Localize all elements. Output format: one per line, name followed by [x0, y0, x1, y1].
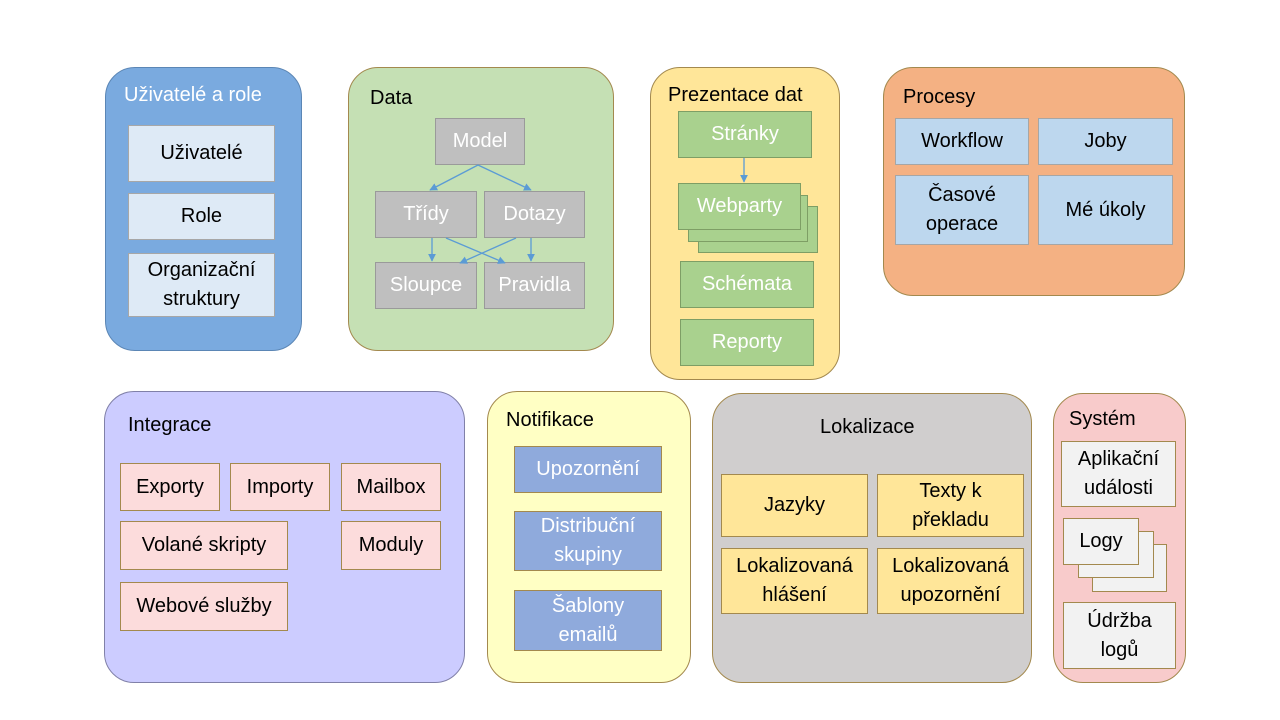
logy-box: Logy [1063, 518, 1139, 565]
schemata-box: Schémata [680, 261, 814, 308]
tridy-label: Třídy [403, 203, 449, 225]
tridy-box: Třídy [375, 191, 477, 238]
exporty-box: Exporty [120, 463, 220, 511]
org-structures-box: Organizační struktury [128, 253, 275, 317]
timed-operations-box: Časové operace [895, 175, 1029, 245]
distribution-groups-box: Distribuční skupiny [514, 511, 662, 571]
texts-to-translate-label: Texty k překladu [912, 479, 989, 531]
my-tasks-box: Mé úkoly [1038, 175, 1173, 245]
app-events-box: Aplikační události [1061, 441, 1176, 507]
data-title: Data [370, 87, 413, 109]
stranky-box: Stránky [678, 111, 812, 158]
joby-label: Joby [1084, 130, 1127, 152]
timed-operations-label: Časové operace [925, 184, 999, 235]
workflow-box: Workflow [895, 118, 1029, 165]
mailbox-label: Mailbox [356, 475, 426, 498]
localized-notifications-label: Lokalizovaná upozornění [892, 555, 1009, 606]
localization-title: Lokalizace [820, 416, 915, 438]
log-maintenance-box: Údržba logů [1063, 602, 1176, 669]
sloupce-box: Sloupce [375, 262, 477, 309]
users-box: Uživatelé [128, 125, 275, 182]
dotazy-box: Dotazy [484, 191, 585, 238]
webparty-label: Webparty [696, 195, 783, 217]
moduly-box: Moduly [341, 521, 441, 570]
logy-label: Logy [1079, 530, 1123, 552]
users-label: Uživatelé [160, 142, 243, 164]
importy-box: Importy [230, 463, 330, 511]
upozorneni-label: Upozornění [536, 458, 640, 480]
jazyky-box: Jazyky [721, 474, 868, 537]
exporty-label: Exporty [136, 475, 204, 498]
workflow-label: Workflow [921, 130, 1003, 152]
app-events-label: Aplikační události [1077, 448, 1160, 499]
log-maintenance-label: Údržba logů [1087, 609, 1152, 661]
importy-label: Importy [246, 475, 314, 498]
upozorneni-box: Upozornění [514, 446, 662, 493]
email-templates-box: Šablony emailů [514, 590, 662, 651]
reporty-box: Reporty [680, 319, 814, 366]
pravidla-label: Pravidla [498, 274, 571, 296]
mailbox-box: Mailbox [341, 463, 441, 511]
joby-box: Joby [1038, 118, 1173, 165]
my-tasks-label: Mé úkoly [1065, 198, 1146, 221]
model-box: Model [435, 118, 525, 165]
webparty-box: Webparty [678, 183, 801, 230]
email-templates-label: Šablony emailů [551, 594, 625, 646]
web-services-box: Webové služby [120, 582, 288, 631]
moduly-label: Moduly [358, 534, 424, 556]
called-scripts-label: Volané skripty [141, 534, 267, 556]
reporty-label: Reporty [711, 331, 783, 353]
stranky-label: Stránky [711, 123, 779, 145]
role-label: Role [180, 205, 223, 227]
data-presentation-title: Prezentace dat [668, 84, 803, 106]
localized-messages-box: Lokalizovaná hlášení [721, 548, 868, 614]
org-structures-label: Organizační struktury [147, 259, 256, 310]
schemata-label: Schémata [701, 273, 793, 295]
localized-messages-label: Lokalizovaná hlášení [736, 555, 853, 606]
notifications-title: Notifikace [506, 409, 594, 431]
localization-group [712, 393, 1032, 683]
dotazy-label: Dotazy [503, 203, 566, 225]
role-box: Role [128, 193, 275, 240]
localized-notifications-box: Lokalizovaná upozornění [877, 548, 1024, 614]
texts-to-translate-box: Texty k překladu [877, 474, 1024, 537]
distribution-groups-label: Distribuční skupiny [540, 515, 636, 566]
integration-title: Integrace [128, 414, 212, 436]
web-services-label: Webové služby [136, 595, 272, 617]
processes-title: Procesy [903, 86, 976, 108]
jazyky-label: Jazyky [763, 494, 826, 516]
sloupce-label: Sloupce [389, 274, 463, 296]
called-scripts-box: Volané skripty [120, 521, 288, 570]
users-and-roles-title: Uživatelé a role [124, 84, 262, 106]
model-label: Model [452, 130, 508, 152]
system-title: Systém [1069, 408, 1136, 430]
pravidla-box: Pravidla [484, 262, 585, 309]
